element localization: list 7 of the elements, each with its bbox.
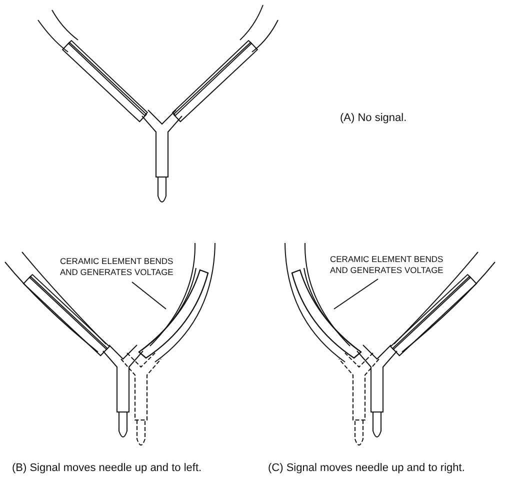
leader-line xyxy=(334,278,378,310)
leader-line xyxy=(132,282,166,310)
callout-text: CERAMIC ELEMENT BENDS AND GENERATES VOLTAGE xyxy=(330,254,455,276)
figure-caption: (B) Signal moves needle up and to left. xyxy=(12,462,202,474)
figure-caption: (A) No signal. xyxy=(340,112,407,124)
callout-text: CERAMIC ELEMENT BENDS AND GENERATES VOLTAGE xyxy=(60,256,185,278)
figure-caption: (C) Signal moves needle up and to right. xyxy=(268,462,465,474)
